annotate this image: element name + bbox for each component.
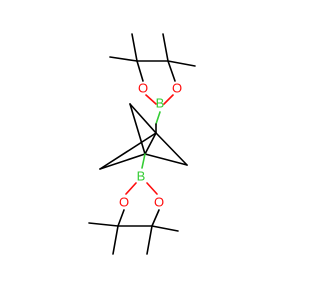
bond-bicyclo-top-right [155,132,188,166]
bond-bicyclo-left-bottom [99,153,146,170]
bond-methyl-bottom-2 [112,225,119,255]
bond-methyl-top-1 [131,33,138,62]
bond-methyl-top-2 [109,56,138,62]
bond-b-o-bottom-left [125,182,137,195]
bond-c-b-bottom [141,153,146,169]
bond-methyl-top-4 [167,60,196,67]
atom-boron-top: B [156,96,165,111]
atom-oxygen-bottom-left: O [119,195,129,210]
atom-oxygen-bottom-right: O [154,195,164,210]
bond-methyl-bottom-3 [151,225,179,232]
bond-o-b-top-right [163,94,174,105]
atom-oxygen-top-left: O [138,81,148,96]
bond-o-b-top-left [145,94,157,105]
bond-o-c-bottom-left [117,209,125,227]
bond-bicyclo-right-bottom [144,153,188,166]
bond-c-c-top-ring-to-o-right [167,60,176,82]
bond-methyl-top-3 [162,33,169,62]
bond-methyl-bottom-1 [88,222,119,227]
bond-bicyclo-top-bottom [144,132,157,155]
bond-bicyclo-apex-bottom [129,103,146,155]
bond-methyl-bottom-4 [146,225,153,255]
atom-boron-bottom: B [137,169,146,184]
bond-o-c-bottom-right [151,209,160,227]
bond-b-c-top [155,111,161,125]
atom-label-layer: B O O B O O [119,81,182,210]
bond-bicyclo-top-apex [129,103,157,134]
atom-oxygen-top-right: O [172,81,182,96]
bond-layer [88,33,196,255]
bond-c-c-top-ring-to-o-left [136,60,144,82]
bond-b-o-bottom-right [146,182,158,195]
bond-bicyclo-top-left [99,132,157,170]
molecule-structure-diagram: B O O B O O [88,33,196,255]
